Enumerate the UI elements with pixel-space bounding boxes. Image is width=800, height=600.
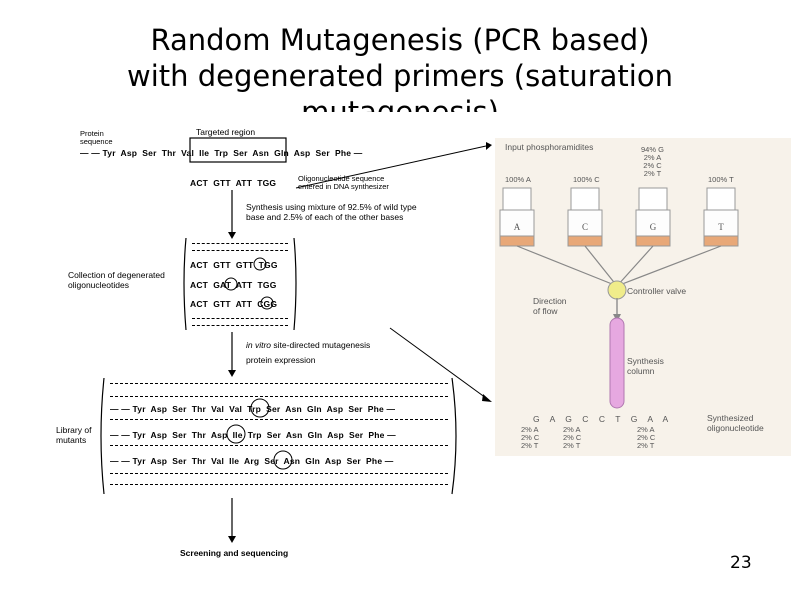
synthesis-note: Synthesis using mixture of 92.5% of wild… bbox=[246, 202, 417, 222]
degen-row-1: ACT GTT GTT TGG bbox=[190, 260, 278, 270]
bottle-a-letter: A bbox=[514, 222, 521, 232]
bottle-t-pct: 100% T bbox=[708, 175, 734, 184]
bottle-c-letter: C bbox=[582, 222, 588, 232]
site-directed-note: in vitro site-directed mutagenesis bbox=[246, 340, 371, 350]
mutation-circle bbox=[226, 424, 246, 444]
direction-of-flow-label: Direction of flow bbox=[533, 296, 567, 316]
pointer-arrow bbox=[295, 145, 487, 189]
dash-line bbox=[110, 396, 448, 397]
collection-bracket-left bbox=[183, 237, 187, 331]
bottle-a-pct: 100% A bbox=[505, 175, 531, 184]
bottle-a: A bbox=[499, 187, 535, 247]
mutation-circle bbox=[253, 257, 267, 271]
synthesis-column bbox=[609, 317, 625, 409]
flow-arrow-head bbox=[228, 232, 236, 239]
pointer-arrow-head bbox=[482, 394, 492, 402]
page-number: 23 bbox=[730, 553, 752, 573]
library-row-2: — — Tyr Asp Ser Thr Asp Ile Trp Ser Asn … bbox=[110, 430, 396, 440]
protein-label: Protein sequence bbox=[80, 129, 113, 146]
library-bracket-left bbox=[100, 377, 105, 495]
degen-row-2: ACT GAT ATT TGG bbox=[190, 280, 277, 290]
mix-label: 94% G 2% A 2% C 2% T bbox=[641, 145, 664, 178]
bottle-g-letter: G bbox=[650, 222, 657, 232]
synthesized-oligo-label: Synthesized oligonucleotide bbox=[707, 413, 764, 433]
dash-line bbox=[110, 445, 448, 446]
screening-label: Screening and sequencing bbox=[180, 548, 289, 558]
dash-line bbox=[110, 419, 448, 420]
mutation-circle bbox=[224, 277, 238, 291]
synthesis-column-label: Synthesis column bbox=[627, 356, 664, 376]
bottle-t: T bbox=[703, 187, 739, 247]
product-sequence: G A G C C T G A A bbox=[533, 414, 669, 424]
protein-expression-note: protein expression bbox=[246, 355, 316, 365]
library-row-1: — — Tyr Asp Ser Thr Val Val Trp Ser Asn … bbox=[110, 404, 396, 414]
oligo-sequence: ACT GTT ATT TGG bbox=[190, 178, 277, 188]
bottle-c: C bbox=[567, 187, 603, 247]
flow-arrow-head bbox=[228, 536, 236, 543]
controller-valve-label: Controller valve bbox=[627, 286, 687, 296]
input-phosphoramidites-label: Input phosphoramidites bbox=[505, 142, 594, 152]
library-label: Library of mutants bbox=[56, 425, 92, 445]
flow-arrow-head bbox=[228, 370, 236, 377]
right-diagram: Input phosphoramidites 94% G 2% A 2% C 2… bbox=[495, 138, 791, 456]
protein-sequence: — — Tyr Asp Ser Thr Val Ile Trp Ser Asn … bbox=[80, 148, 363, 158]
dash-line bbox=[110, 383, 448, 384]
bottle-c-pct: 100% C bbox=[573, 175, 600, 184]
pointer-arrow bbox=[389, 327, 487, 399]
synthesizer-graphic: A C G T bbox=[499, 187, 739, 409]
slide-title: Random Mutagenesis (PCR based) with dege… bbox=[0, 22, 800, 112]
dash-line bbox=[110, 473, 448, 474]
dash-line bbox=[192, 318, 288, 319]
title-line-2: with degenerated primers (saturation bbox=[127, 59, 673, 93]
library-row-3: — — Tyr Asp Ser Thr Val Ile Arg Ser Asn … bbox=[110, 456, 394, 466]
degen-row-3: ACT GTT ATT CGG bbox=[190, 299, 278, 309]
dash-line bbox=[192, 250, 288, 251]
library-bracket-right bbox=[451, 377, 457, 495]
dash-line bbox=[192, 325, 288, 326]
bottle-t-letter: T bbox=[718, 222, 724, 232]
collection-label: Collection of degenerated oligonucleotid… bbox=[68, 270, 165, 290]
targeted-region-box bbox=[189, 137, 287, 163]
collection-bracket-right bbox=[293, 237, 297, 331]
mutation-circle bbox=[260, 296, 274, 310]
dash-line bbox=[110, 484, 448, 485]
mutation-circle bbox=[273, 450, 293, 470]
targeted-region-label: Targeted region bbox=[196, 127, 256, 137]
dash-line bbox=[192, 243, 288, 244]
title-line-3: mutagenesis) bbox=[301, 95, 499, 112]
title-line-1: Random Mutagenesis (PCR based) bbox=[150, 23, 650, 57]
mutation-circle bbox=[250, 398, 270, 418]
pointer-arrow-head bbox=[486, 142, 492, 150]
